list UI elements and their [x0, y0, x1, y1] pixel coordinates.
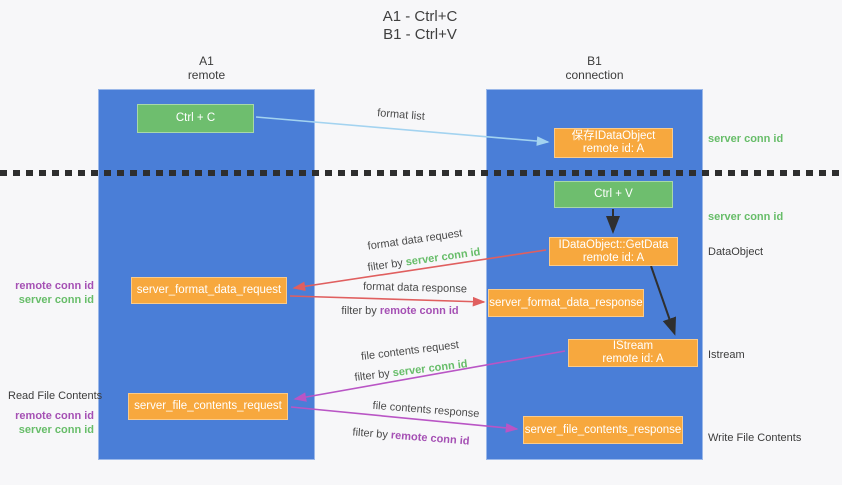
node-getdata-line1: IDataObject::GetData	[558, 238, 669, 251]
column-b1-header: B1 connection	[486, 54, 703, 82]
node-ctrl-v: Ctrl + V	[554, 181, 673, 208]
label-file-contents-response-text: file contents response	[372, 399, 480, 421]
node-istream-line2: remote id: A	[602, 353, 664, 365]
node-save-idataobject: 保存IDataObject remote id: A	[554, 128, 673, 158]
remote-conn-id-text-2: remote conn id	[390, 429, 470, 448]
node-idataobject-getdata: IDataObject::GetData remote id: A	[549, 237, 678, 266]
label-format-list-text: format list	[376, 107, 426, 123]
column-a1-role: remote	[187, 68, 226, 82]
title-line-2: B1 - Ctrl+V	[383, 26, 457, 43]
label-format-data-request-text: format data request	[366, 227, 464, 253]
remote-conn-id-left-2: remote conn id	[15, 410, 94, 422]
dataobject-text: DataObject	[708, 246, 764, 258]
left-conn-ids-group-2: remote conn id server conn id	[0, 409, 94, 437]
read-file-contents-text: Read File Contents	[8, 390, 103, 402]
label-format-list: format list	[377, 107, 425, 123]
label-server-conn-id-mid: server conn id	[708, 211, 783, 223]
node-file-request-label: server_file_contents_request	[134, 400, 282, 412]
filter-by-text-2: filter by	[341, 305, 377, 317]
node-server-format-data-request: server_format_data_request	[131, 277, 287, 304]
node-save-idataobject-line2: remote id: A	[582, 143, 645, 155]
label-file-contents-request: file contents request	[360, 339, 459, 363]
arrow-format-data-response	[289, 295, 486, 307]
label-dataobject: DataObject	[708, 246, 763, 258]
filter-by-text-3: filter by	[353, 367, 391, 384]
column-a1-header: A1 remote	[98, 54, 315, 82]
node-getdata-line2: remote id: A	[582, 251, 645, 264]
label-write-file-contents: Write File Contents	[708, 432, 801, 444]
node-format-request-label: server_format_data_request	[136, 284, 282, 296]
node-istream: IStream remote id: A	[568, 339, 698, 367]
filter-by-text-4: filter by	[352, 426, 389, 442]
write-file-contents-text: Write File Contents	[708, 432, 802, 444]
label-file-contents-response: file contents response	[372, 400, 480, 420]
label-format-data-response-text: format data response	[362, 280, 468, 296]
title-line-1: A1 - Ctrl+C	[382, 8, 458, 25]
left-conn-ids-group-1: remote conn id server conn id	[0, 279, 94, 307]
filter-by-text-1: filter by	[366, 257, 404, 274]
node-ctrl-v-label: Ctrl + V	[594, 188, 633, 200]
column-b1-id: B1	[587, 54, 602, 68]
server-conn-id-text-2: server conn id	[392, 358, 469, 380]
label-file-contents-request-text: file contents request	[360, 339, 460, 363]
server-conn-id-left-1: server conn id	[18, 294, 94, 306]
node-file-response-label: server_file_contents_response	[524, 423, 682, 436]
node-server-file-contents-response: server_file_contents_response	[523, 416, 683, 444]
phase-divider-dashed-line	[0, 170, 842, 176]
column-b1-role: connection	[565, 68, 624, 82]
node-ctrl-c: Ctrl + C	[137, 104, 254, 133]
label-format-data-response: format data response	[363, 281, 467, 296]
label-istream-side: Istream	[708, 349, 745, 361]
diagram-title: A1 - Ctrl+C B1 - Ctrl+V	[300, 8, 540, 44]
label-server-conn-id-top: server conn id	[708, 133, 783, 145]
node-server-format-data-response: server_format_data_response	[488, 289, 644, 317]
server-conn-id-text-1: server conn id	[404, 246, 482, 269]
node-save-idataobject-line1: 保存IDataObject	[571, 130, 656, 142]
column-a1-id: A1	[199, 54, 214, 68]
label-format-data-request: format data request	[367, 227, 463, 252]
server-conn-id-top-text: server conn id	[708, 133, 784, 145]
server-conn-id-mid-text: server conn id	[708, 211, 784, 223]
node-istream-line1: IStream	[612, 340, 654, 352]
server-conn-id-left-2: server conn id	[18, 424, 94, 436]
label-read-file-contents: Read File Contents	[8, 390, 102, 402]
remote-conn-id-text-1: remote conn id	[379, 305, 459, 317]
node-server-file-contents-request: server_file_contents_request	[128, 393, 288, 420]
node-format-response-label: server_format_data_response	[489, 296, 643, 309]
istream-side-text: Istream	[708, 349, 745, 361]
node-ctrl-c-label: Ctrl + C	[175, 112, 216, 124]
remote-conn-id-left-1: remote conn id	[15, 280, 94, 292]
